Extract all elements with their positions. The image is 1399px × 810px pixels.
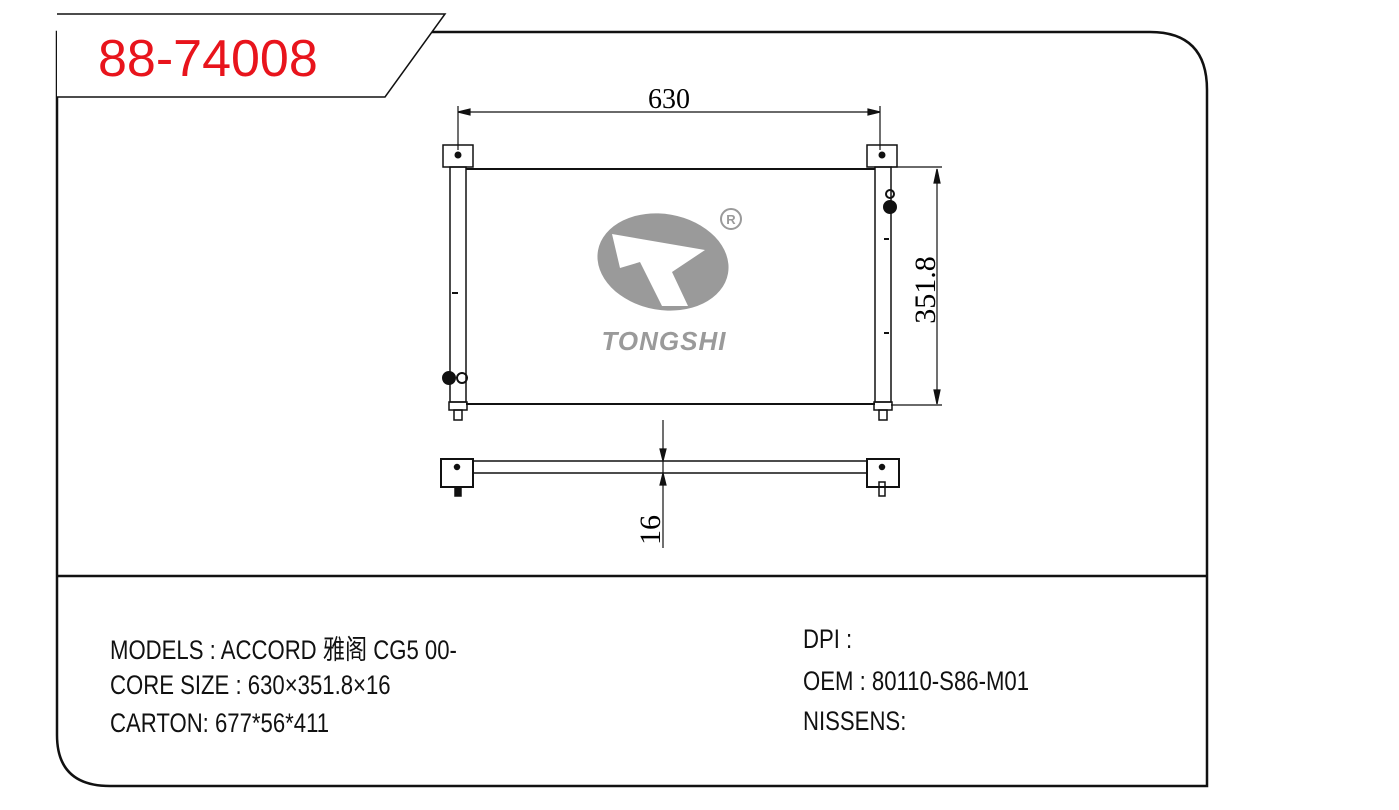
spec-oem: OEM : 80110-S86-M01 bbox=[803, 666, 1030, 696]
height-label: 351.8 bbox=[909, 256, 942, 324]
tongshi-logo: R TONGSHI bbox=[597, 208, 742, 356]
condenser-front-view bbox=[442, 144, 898, 421]
sheet-frame bbox=[55, 30, 1209, 788]
width-dimension bbox=[457, 106, 881, 150]
spec-models: MODELS : ACCORD 雅阁 CG5 00- bbox=[110, 635, 457, 665]
thickness-dimension bbox=[659, 420, 667, 548]
part-number: 88-74008 bbox=[98, 30, 318, 88]
spec-carton: CARTON: 677*56*411 bbox=[110, 708, 330, 738]
spec-nissens: NISSENS: bbox=[803, 706, 907, 736]
thickness-label: 16 bbox=[634, 515, 667, 545]
width-label: 630 bbox=[648, 84, 690, 115]
condenser-top-view bbox=[440, 458, 900, 497]
spec-core-size: CORE SIZE : 630×351.8×16 bbox=[110, 670, 391, 700]
title-tab bbox=[57, 13, 447, 98]
logo-text: TONGSHI bbox=[602, 326, 727, 356]
registered-mark: R bbox=[726, 212, 736, 227]
spec-dpi: DPI : bbox=[803, 624, 853, 654]
height-dimension bbox=[891, 166, 942, 406]
